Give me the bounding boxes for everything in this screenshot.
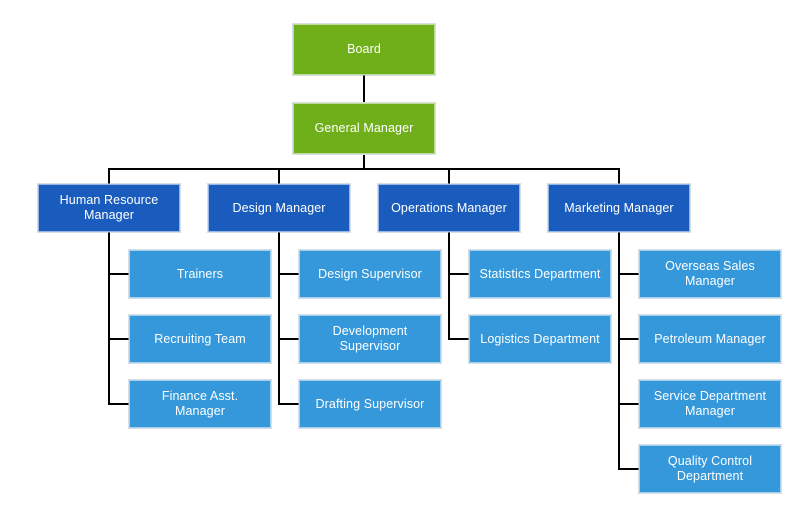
connector-marketing-to-quality-control-department xyxy=(618,468,640,470)
node-design-manager-label: Design Manager xyxy=(232,200,326,215)
connector-board-to-general-manager xyxy=(363,75,365,102)
node-recruiting-team-label: Recruiting Team xyxy=(154,331,246,346)
connector-bus-to-marketing xyxy=(618,168,620,185)
connector-design-to-drafting-supervisor xyxy=(278,403,300,405)
node-board[interactable]: Board xyxy=(293,24,435,75)
node-drafting-supervisor-label: Drafting Supervisor xyxy=(315,396,425,411)
node-design-manager[interactable]: Design Manager xyxy=(208,184,350,232)
node-human-resource-manager[interactable]: Human Resource Manager xyxy=(38,184,180,232)
node-logistics-department-label: Logistics Department xyxy=(480,331,600,346)
connector-design-spine xyxy=(278,232,280,404)
node-marketing-manager[interactable]: Marketing Manager xyxy=(548,184,690,232)
connector-hr-to-trainers xyxy=(108,273,130,275)
connector-hr-to-recruiting-team xyxy=(108,338,130,340)
connector-hr-spine xyxy=(108,232,110,404)
connector-design-to-development-supervisor xyxy=(278,338,300,340)
connector-bus-to-design xyxy=(278,168,280,185)
node-development-supervisor-label: Development Supervisor xyxy=(332,324,408,353)
connector-marketing-spine xyxy=(618,232,620,469)
node-statistics-department[interactable]: Statistics Department xyxy=(469,250,611,298)
node-board-label: Board xyxy=(347,42,381,56)
node-finance-asst-manager-label: Finance Asst. Manager xyxy=(161,389,239,418)
node-development-supervisor[interactable]: Development Supervisor xyxy=(299,315,441,363)
connector-general-manager-drop xyxy=(363,155,365,169)
node-operations-manager-label: Operations Manager xyxy=(391,200,507,215)
node-general-manager[interactable]: General Manager xyxy=(293,103,435,154)
node-operations-manager[interactable]: Operations Manager xyxy=(378,184,520,232)
node-trainers[interactable]: Trainers xyxy=(129,250,271,298)
connector-marketing-to-service-department-manager xyxy=(618,403,640,405)
connector-operations-spine xyxy=(448,232,450,339)
node-overseas-sales-manager-label: Overseas Sales Manager xyxy=(665,259,755,288)
node-logistics-department[interactable]: Logistics Department xyxy=(469,315,611,363)
connector-marketing-to-overseas-sales-manager xyxy=(618,273,640,275)
node-human-resource-manager-label: Human Resource Manager xyxy=(59,193,159,222)
node-service-department-manager[interactable]: Service Department Manager xyxy=(639,380,781,428)
connector-manager-bus xyxy=(108,168,619,170)
node-drafting-supervisor[interactable]: Drafting Supervisor xyxy=(299,380,441,428)
connector-marketing-to-petroleum-manager xyxy=(618,338,640,340)
node-recruiting-team[interactable]: Recruiting Team xyxy=(129,315,271,363)
node-design-supervisor[interactable]: Design Supervisor xyxy=(299,250,441,298)
connector-design-to-design-supervisor xyxy=(278,273,300,275)
connector-bus-to-operations xyxy=(448,168,450,185)
node-finance-asst-manager[interactable]: Finance Asst. Manager xyxy=(129,380,271,428)
node-marketing-manager-label: Marketing Manager xyxy=(564,200,674,215)
node-general-manager-label: General Manager xyxy=(314,121,414,135)
connector-operations-to-logistics-department xyxy=(448,338,470,340)
connector-operations-to-statistics-department xyxy=(448,273,470,275)
node-overseas-sales-manager[interactable]: Overseas Sales Manager xyxy=(639,250,781,298)
node-statistics-department-label: Statistics Department xyxy=(479,266,601,281)
node-trainers-label: Trainers xyxy=(176,266,224,281)
node-petroleum-manager[interactable]: Petroleum Manager xyxy=(639,315,781,363)
node-design-supervisor-label: Design Supervisor xyxy=(318,266,422,281)
node-petroleum-manager-label: Petroleum Manager xyxy=(654,331,766,346)
node-quality-control-department[interactable]: Quality Control Department xyxy=(639,445,781,493)
connector-bus-to-hr xyxy=(108,168,110,185)
node-service-department-manager-label: Service Department Manager xyxy=(653,389,767,418)
node-quality-control-department-label: Quality Control Department xyxy=(667,454,753,483)
connector-hr-to-finance-asst-manager xyxy=(108,403,130,405)
